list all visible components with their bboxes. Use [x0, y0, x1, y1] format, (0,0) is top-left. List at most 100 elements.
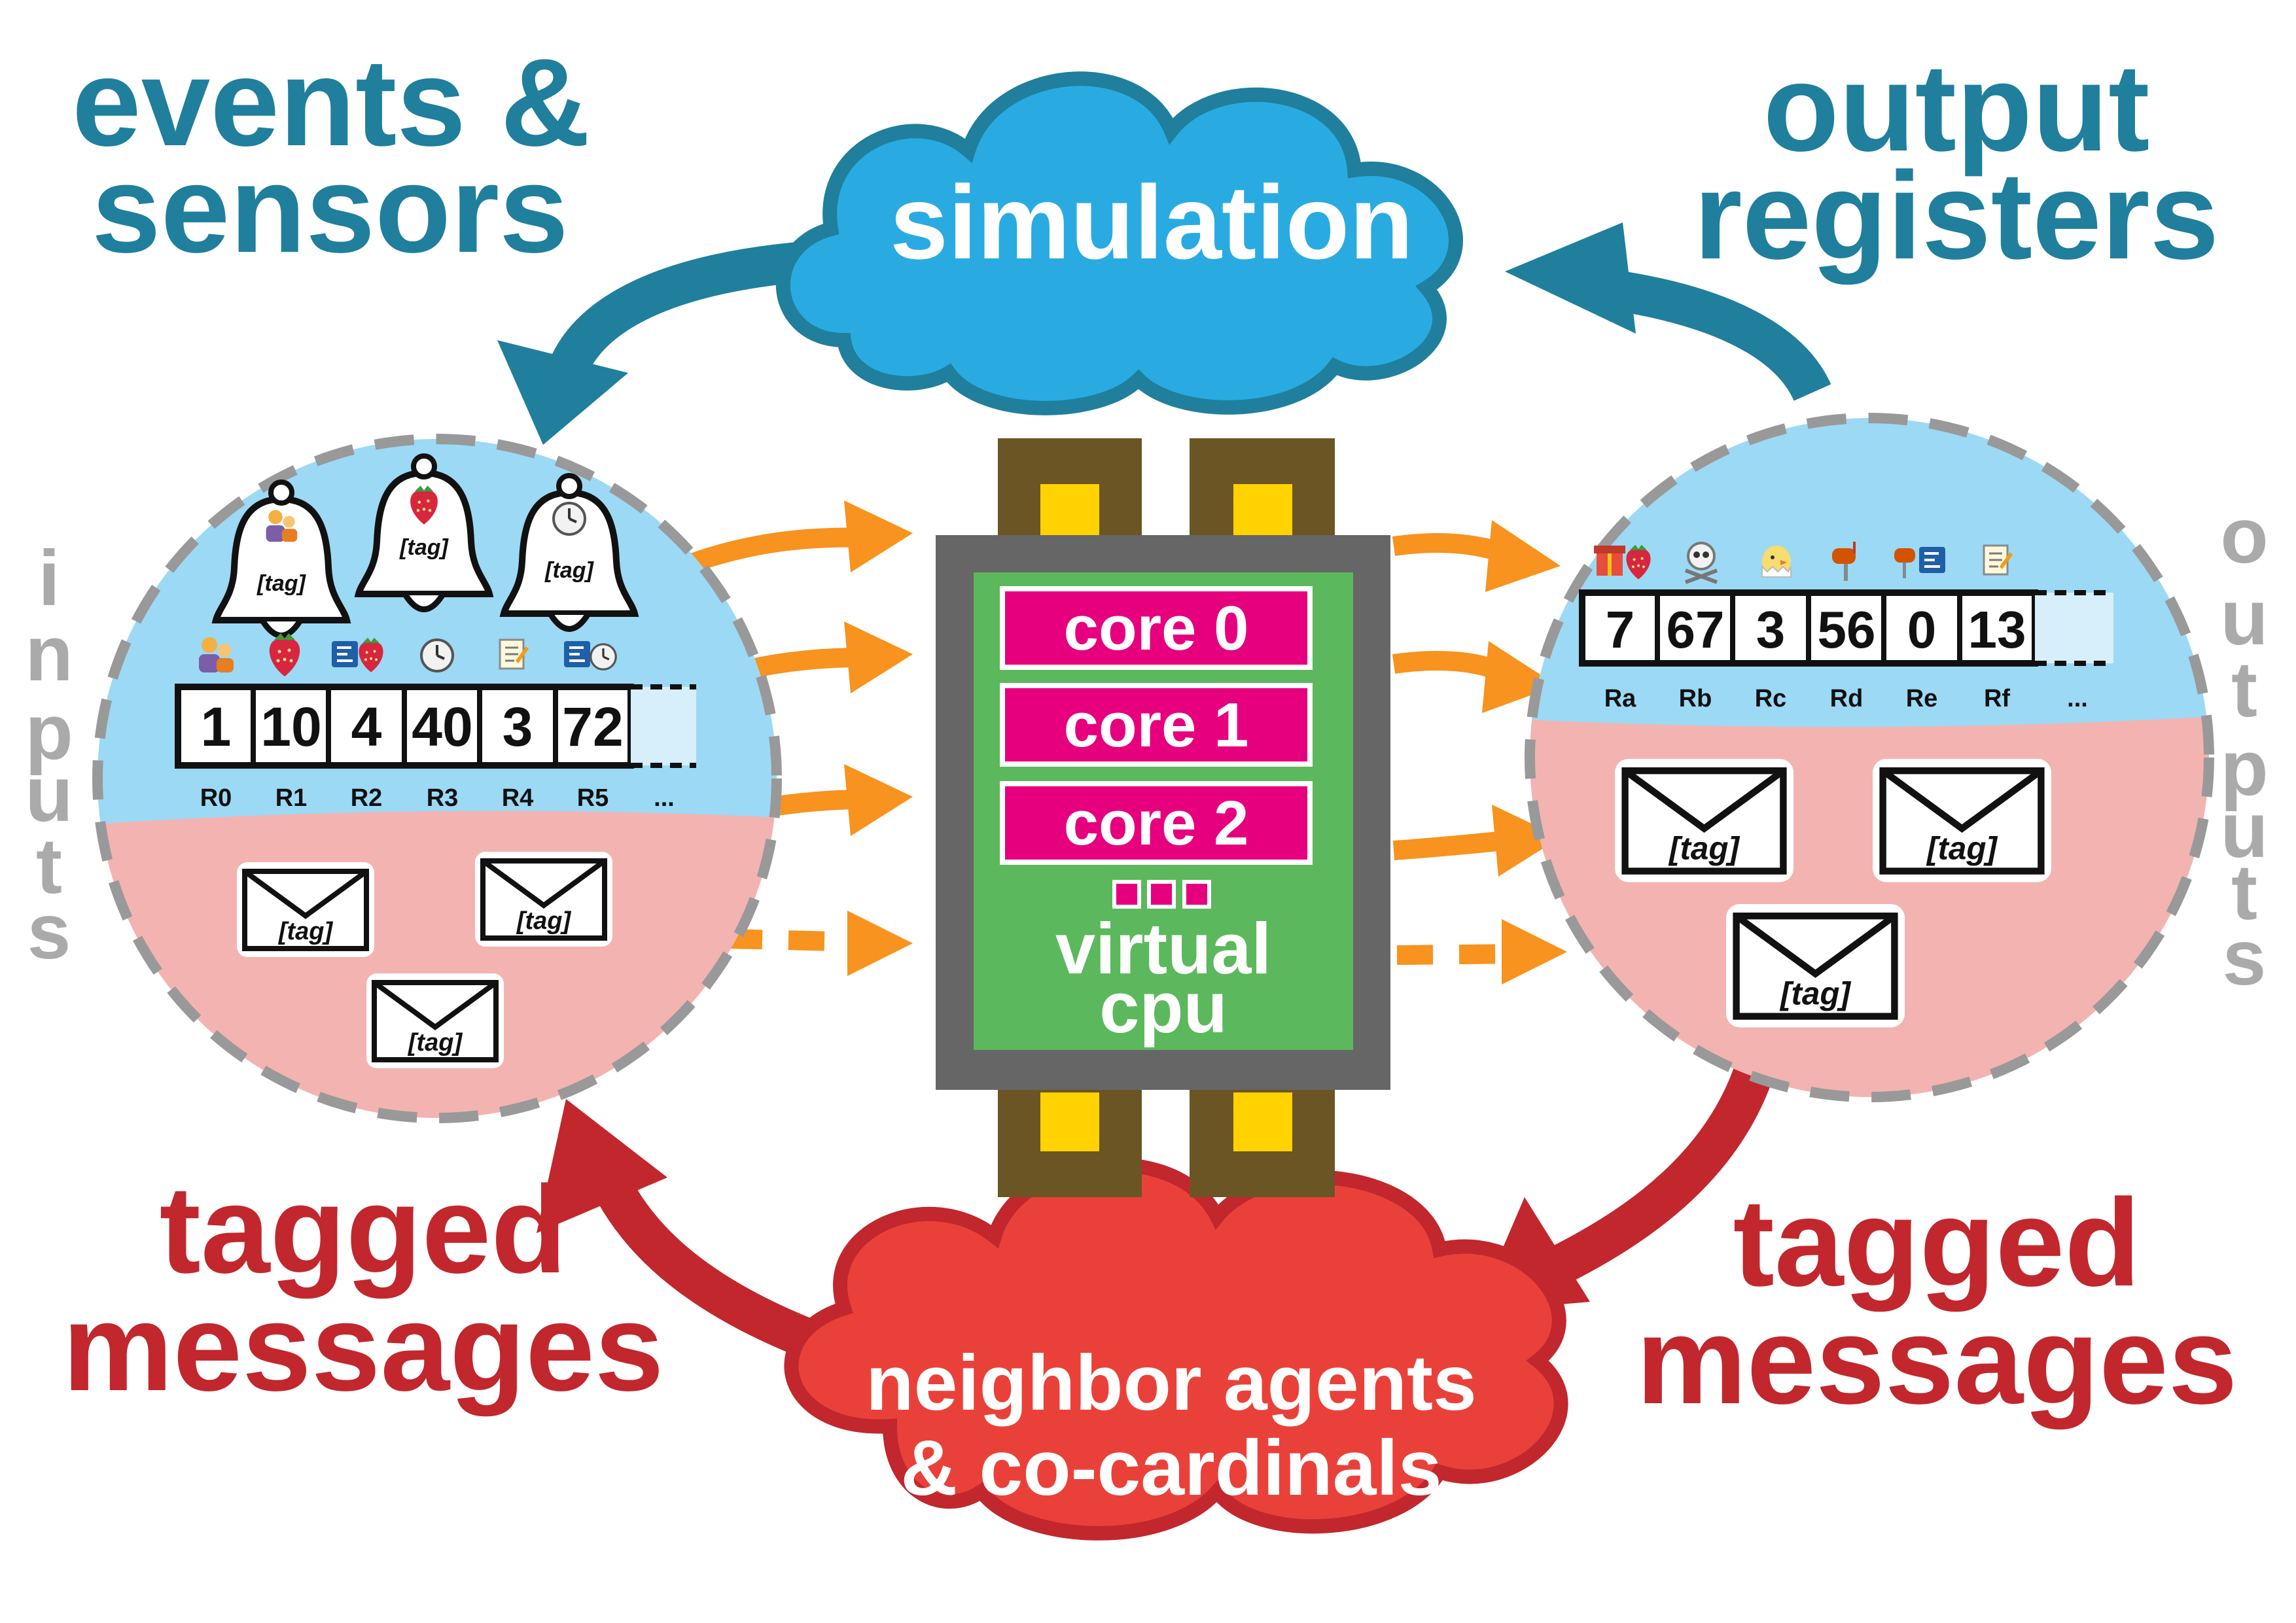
more-cores-indicator [1112, 880, 1211, 909]
register-re-value: 0 [1907, 601, 1937, 659]
svg-text:t: t [2231, 848, 2257, 936]
arrowhead-inputs-bottom [537, 1099, 667, 1233]
svg-text:n: n [25, 610, 73, 697]
chick-icon [1761, 546, 1792, 578]
event-bell-1: [tag] [216, 482, 347, 636]
input-message-3-tag: [tag] [408, 1029, 463, 1056]
virtual-cpu-chip: core 0 core 1 core 2 virtual cpu [936, 438, 1390, 1197]
register-more-name-output: ... [2067, 685, 2088, 712]
svg-text:u: u [2220, 574, 2268, 661]
input-panel: [tag] [tag] [tag] [92, 434, 782, 1123]
neighbor-label-line2: & co-cardinals [901, 1424, 1442, 1512]
register-rb-name: Rb [1679, 685, 1712, 712]
svg-text:t: t [2231, 646, 2257, 733]
output-arrows [1392, 520, 1567, 985]
simulation-label: simulation [890, 164, 1413, 281]
arrowhead-inputs-top [497, 340, 628, 445]
output-register-strip: 7 67 3 56 0 13 Ra Rb Rc Rd Re Rf ... [1579, 589, 2113, 712]
svg-text:output: output [1763, 39, 2150, 177]
core-2: core 2 [1000, 781, 1313, 865]
svg-text:i: i [38, 534, 60, 622]
output-message-1: [tag] [1615, 759, 1793, 882]
arrowhead-simulation-right [1505, 222, 1636, 334]
svg-text:registers: registers [1694, 147, 2219, 285]
register-rd-value: 56 [1818, 601, 1876, 659]
gift-strawberry-icon [1594, 544, 1651, 580]
input-message-2: [tag] [475, 852, 612, 947]
output-message-1-tag: [tag] [1668, 830, 1740, 866]
simulation-cloud: simulation [775, 71, 1463, 415]
register-r3-name: R3 [427, 784, 459, 812]
svg-text:u: u [2220, 786, 2268, 874]
output-panel: 7 67 3 56 0 13 Ra Rb Rc Rd Re Rf ... [ta… [1525, 413, 2214, 1102]
memo-icon [499, 638, 530, 670]
register-rc-value: 3 [1756, 601, 1786, 659]
clock-icon [420, 638, 454, 672]
cpu-label-line2: cpu [1099, 968, 1227, 1048]
register-ra-value: 7 [1606, 601, 1635, 659]
register-r1-name: R1 [275, 784, 308, 812]
arc-arrow-outputs-to-simulation [1594, 268, 1831, 402]
register-r5-value: 72 [562, 696, 623, 758]
core-0-label: core 0 [1064, 593, 1249, 663]
register-rc-name: Rc [1755, 685, 1787, 712]
heading-events-sensors: events & sensors [72, 33, 590, 279]
bell-1-tag: [tag] [256, 571, 306, 596]
event-bell-2: [tag] [359, 456, 489, 610]
output-message-3-tag: [tag] [1779, 975, 1852, 1011]
register-r4-name: R4 [502, 784, 534, 812]
register-rd-name: Rd [1830, 685, 1863, 712]
input-register-strip: 1 10 4 40 3 72 R0 R1 R2 R3 R4 R5 ... [175, 684, 696, 812]
svg-text:p: p [2220, 724, 2268, 812]
neighbor-label-line1: neighbor agents [866, 1339, 1476, 1427]
vertical-label-inputs: inp uts [25, 534, 73, 975]
cpu-label-line1: virtual [1055, 909, 1271, 989]
output-message-3: [tag] [1726, 904, 1905, 1028]
mailbox-icon [1832, 542, 1856, 581]
core-2-label: core 2 [1064, 788, 1249, 858]
heading-tagged-messages-left: tagged messages [62, 1161, 663, 1417]
register-r0-name: R0 [200, 784, 232, 812]
input-message-1: [tag] [237, 862, 374, 957]
register-rf-value: 13 [1968, 601, 2026, 659]
output-message-2: [tag] [1873, 759, 2051, 882]
register-more-name: ... [654, 784, 675, 812]
event-bell-3: [tag] [504, 476, 635, 629]
svg-text:messages: messages [1636, 1291, 2237, 1430]
register-r2-value: 4 [351, 696, 382, 758]
skull-icon [1684, 542, 1718, 584]
svg-text:s: s [27, 888, 71, 975]
blueprint-clock-icon [563, 640, 617, 671]
core-0: core 0 [1000, 586, 1313, 670]
svg-text:o: o [2220, 492, 2268, 580]
register-r4-value: 3 [503, 696, 533, 758]
svg-text:s: s [2223, 914, 2267, 1002]
svg-text:t: t [36, 822, 62, 910]
output-message-2-tag: [tag] [1926, 830, 1998, 866]
mailbox-blueprint-icon [1894, 546, 1947, 578]
input-message-3: [tag] [366, 973, 504, 1068]
register-r3-value: 40 [412, 696, 472, 758]
register-r2-name: R2 [351, 784, 383, 812]
svg-text:sensors: sensors [92, 140, 569, 279]
svg-text:tagged: tagged [1733, 1174, 2141, 1312]
heading-tagged-messages-right: tagged messages [1636, 1174, 2237, 1430]
register-re-name: Re [1906, 685, 1938, 712]
input-arrows [690, 500, 913, 976]
heading-output-registers: output registers [1694, 39, 2219, 285]
register-r0-value: 1 [201, 696, 232, 758]
svg-text:u: u [25, 750, 73, 838]
svg-text:messages: messages [62, 1278, 663, 1417]
bell-2-tag: [tag] [399, 535, 449, 560]
arc-arrow-outputs-to-neighbors [1516, 1066, 1773, 1301]
input-message-1-tag: [tag] [278, 918, 334, 945]
bell-3-tag: [tag] [544, 558, 594, 583]
svg-text:p: p [25, 688, 73, 776]
register-rf-name: Rf [1984, 685, 2010, 712]
memo-icon-output [1983, 544, 2014, 576]
svg-text:tagged: tagged [160, 1161, 567, 1299]
register-ra-name: Ra [1604, 685, 1636, 712]
register-r5-name: R5 [577, 784, 609, 812]
